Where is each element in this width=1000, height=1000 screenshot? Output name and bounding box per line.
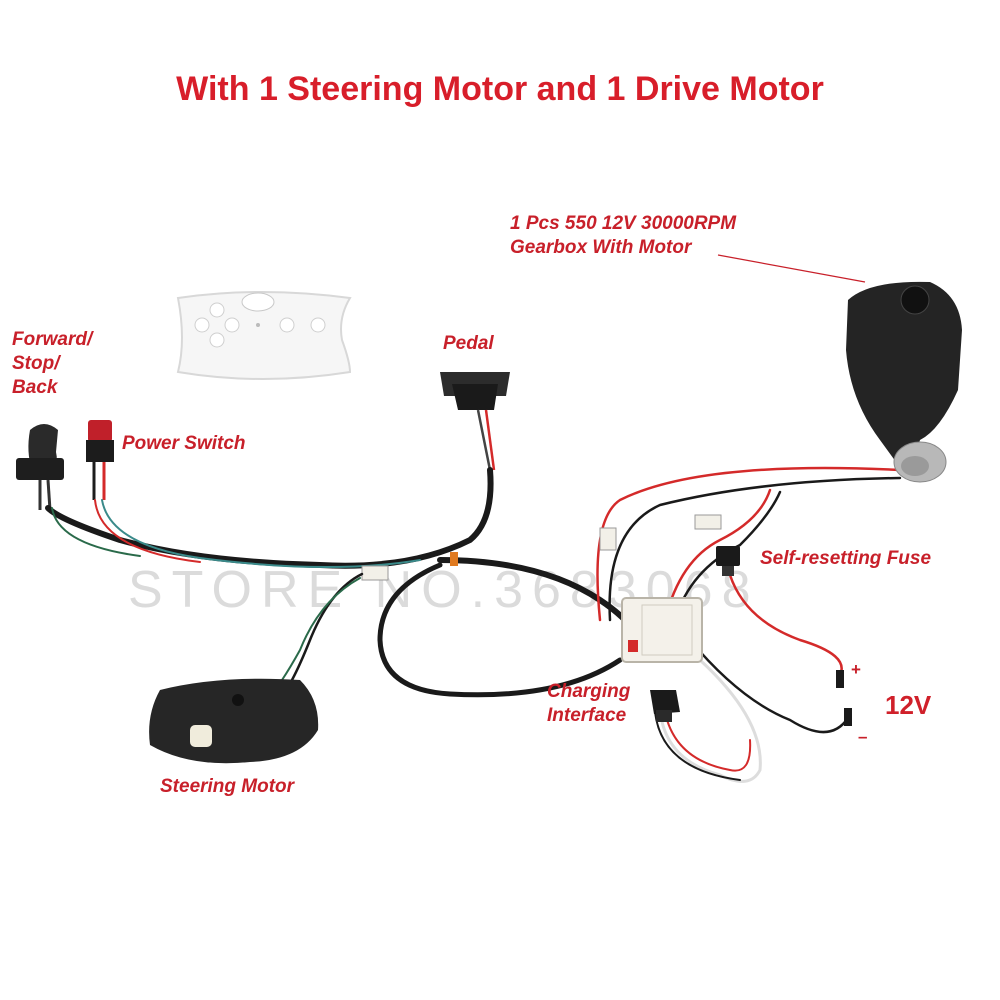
gear-switch-label: Forward/ Stop/ Back bbox=[12, 328, 92, 400]
gear-switch-label-line3: Back bbox=[12, 377, 58, 398]
controller-box-icon bbox=[621, 597, 703, 663]
battery-positive-lead bbox=[836, 670, 844, 688]
drive-motor-gearbox-icon bbox=[846, 281, 962, 483]
battery-minus-sign: – bbox=[858, 727, 868, 746]
gear-switch-label-line2: Stop/ bbox=[12, 353, 60, 374]
battery-negative-lead bbox=[844, 708, 852, 726]
battery-plus-sign: + bbox=[851, 660, 861, 679]
power-switch-icon bbox=[86, 420, 114, 500]
wiring-harness bbox=[45, 466, 902, 783]
steering-motor-icon bbox=[149, 678, 319, 764]
pedal-icon bbox=[440, 372, 510, 471]
drive-motor-leader-line bbox=[717, 254, 866, 283]
drive-motor-label-line1: 1 Pcs 550 12V 30000RPM bbox=[510, 213, 737, 234]
remote-control-icon bbox=[176, 291, 352, 380]
gear-switch-label-line1: Forward/ bbox=[12, 329, 93, 350]
charging-label-line1: Charging bbox=[547, 681, 631, 702]
page-title: With 1 Steering Motor and 1 Drive Motor bbox=[176, 70, 824, 108]
fuse-label: Self-resetting Fuse bbox=[760, 548, 932, 569]
steering-motor-label: Steering Motor bbox=[160, 776, 295, 797]
power-switch-label: Power Switch bbox=[122, 433, 246, 454]
charging-port-icon bbox=[650, 690, 680, 722]
charging-label-line2: Interface bbox=[547, 705, 627, 726]
drive-motor-label: 1 Pcs 550 12V 30000RPM Gearbox With Moto… bbox=[510, 212, 736, 260]
drive-motor-label-line2: Gearbox With Motor bbox=[510, 237, 692, 258]
fuse-icon bbox=[716, 546, 740, 576]
gear-shift-switch-icon bbox=[16, 424, 64, 511]
pedal-label: Pedal bbox=[443, 333, 494, 354]
battery-voltage-label: 12V bbox=[885, 690, 932, 720]
charging-interface-label: Charging Interface bbox=[547, 680, 630, 728]
